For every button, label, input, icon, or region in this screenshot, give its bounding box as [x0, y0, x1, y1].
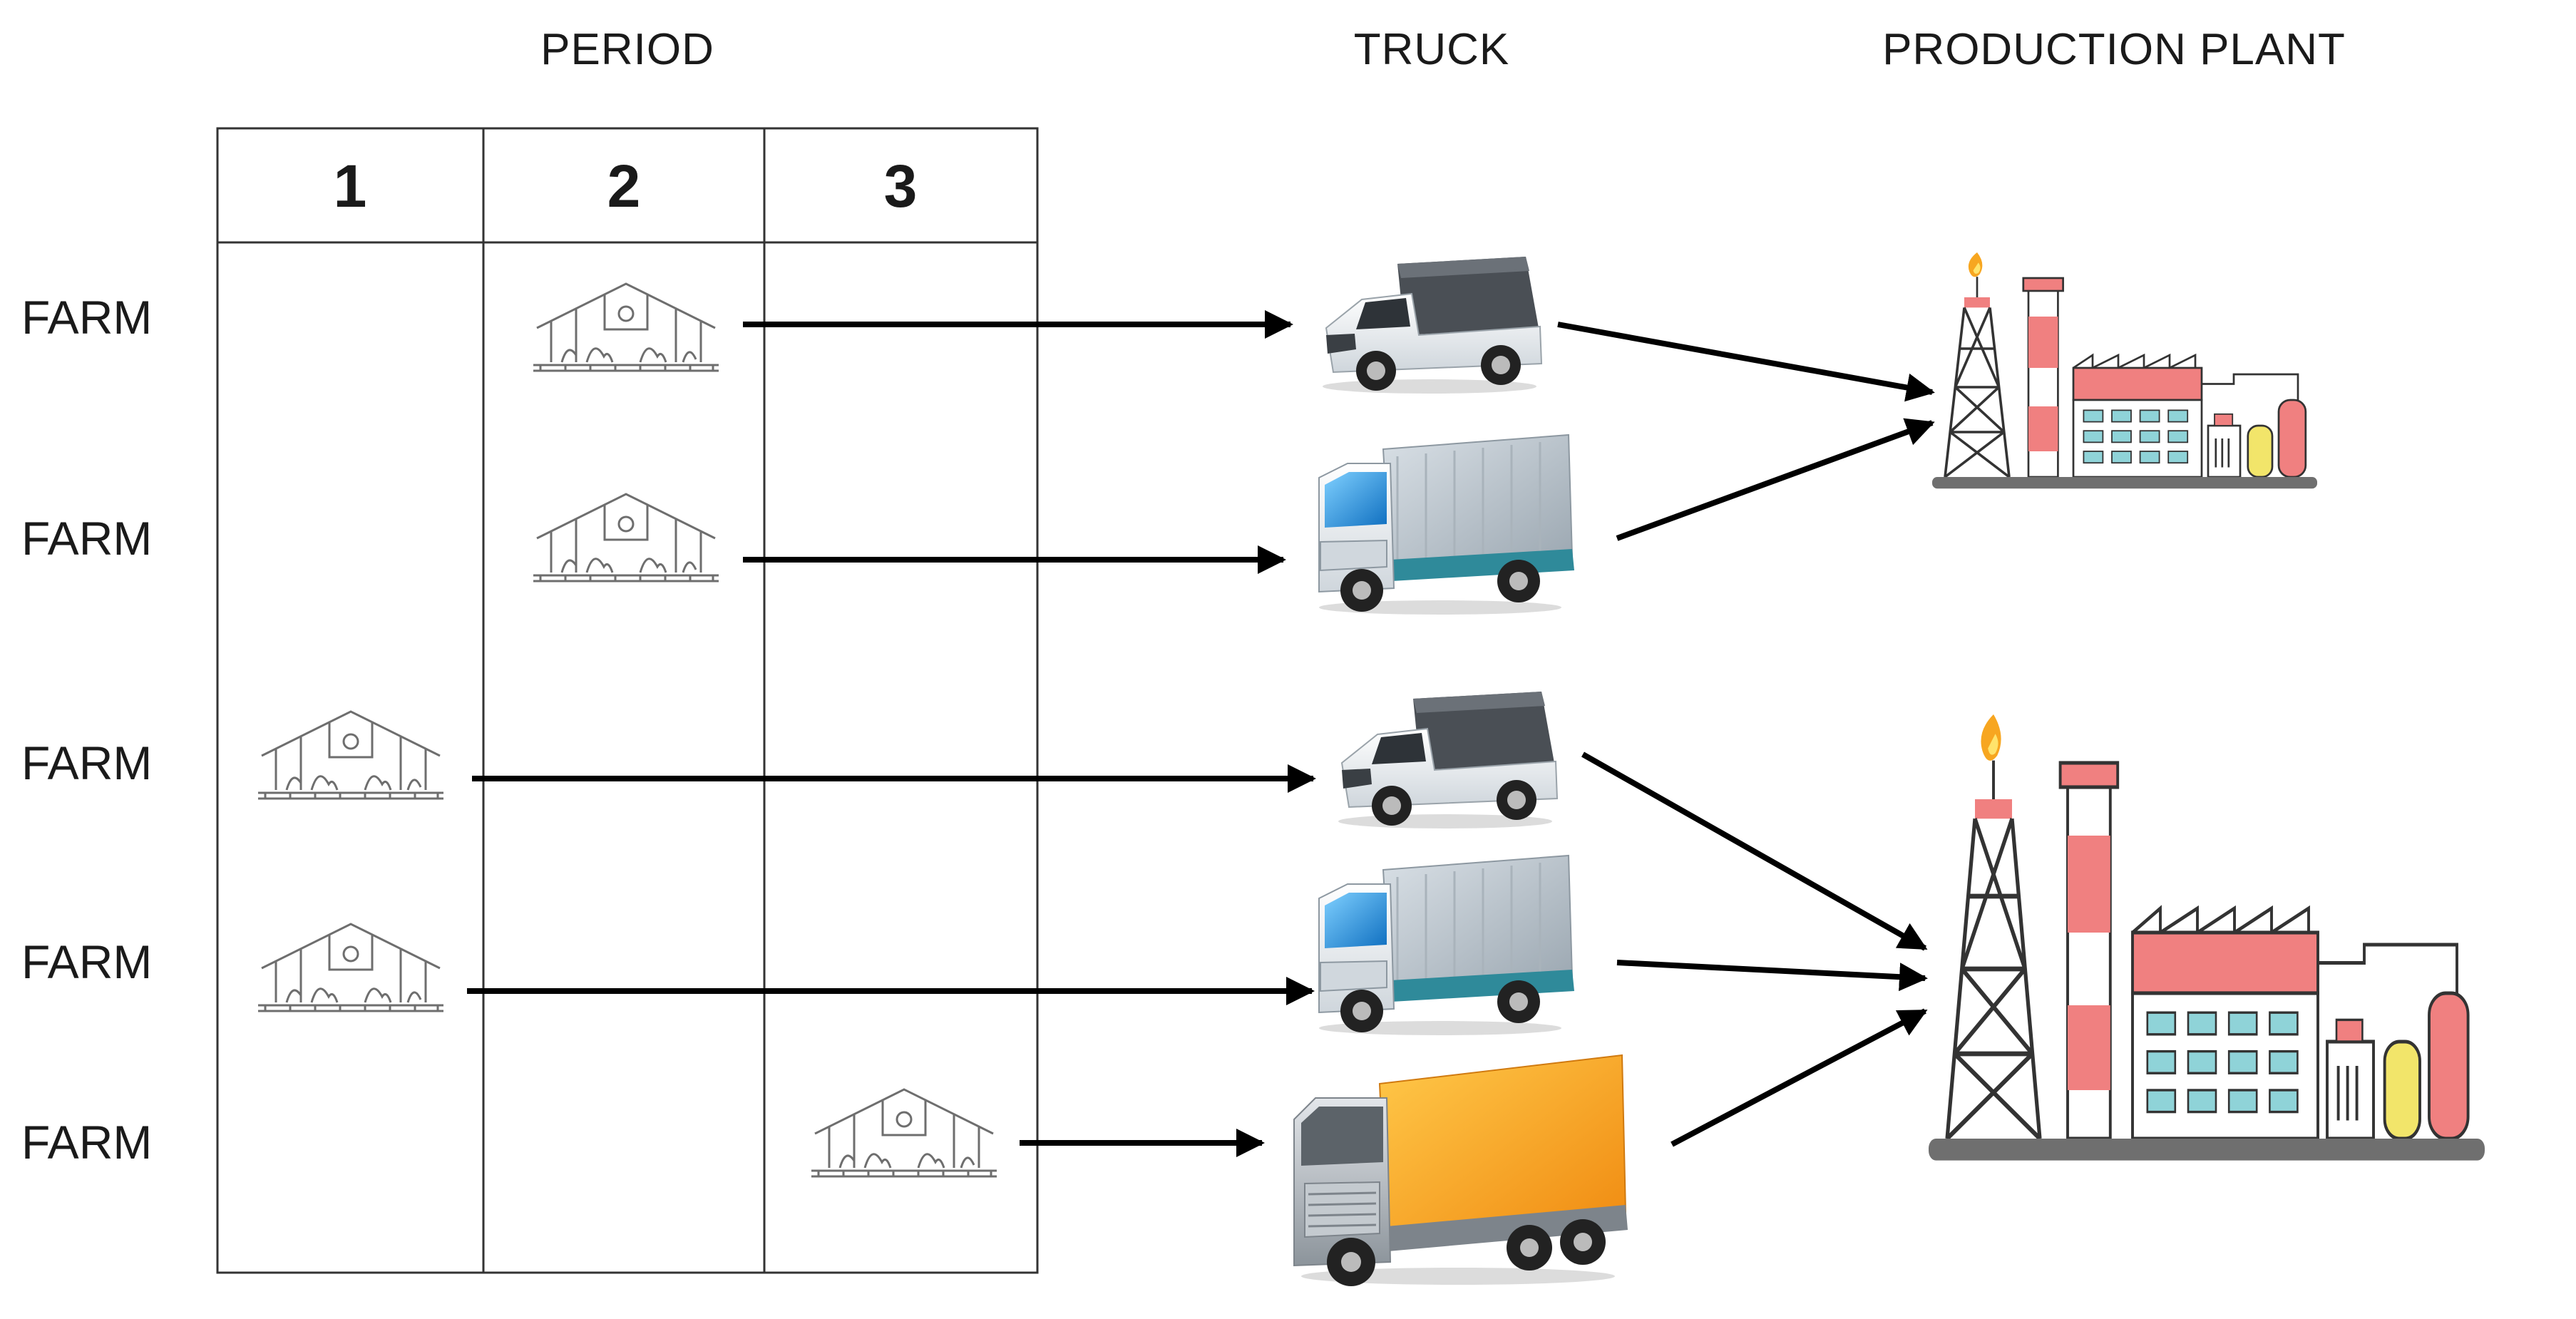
truck-to-plant-arrow-2: [1616, 418, 1935, 541]
pickup-truck-icon-2: [1338, 691, 1558, 829]
farm-label-5: FARM: [21, 1116, 152, 1169]
period-number-2: 2: [607, 153, 641, 220]
farm-barn-icon-5: [810, 1088, 998, 1178]
production-plant-icon-1: [1931, 251, 2319, 491]
farm-barn-icon-4: [257, 923, 445, 1012]
farm-label-3: FARM: [21, 737, 152, 789]
period-number-3: 3: [884, 153, 918, 220]
farm-label-2: FARM: [21, 512, 152, 565]
truck-to-plant-arrow-5: [1671, 1008, 1928, 1147]
pickup-truck-icon-1: [1322, 256, 1542, 394]
plant-header: PRODUCTION PLANT: [1882, 25, 2346, 74]
truck-to-plant-arrow-4: [1616, 960, 1928, 992]
farm-barn-icon-2: [532, 493, 720, 582]
farm-label-1: FARM: [21, 291, 152, 344]
truck-header: TRUCK: [1354, 25, 1510, 74]
period-grid: 1 2 3: [216, 127, 1039, 1274]
period-number-1: 1: [334, 153, 367, 220]
farm-barn-icon-3: [257, 710, 445, 800]
farm-label-4: FARM: [21, 935, 152, 988]
cargo-truck-icon: [1293, 1054, 1629, 1288]
truck-to-plant-arrow-1: [1557, 322, 1935, 402]
production-plant-icon-2: [1929, 714, 2485, 1161]
period-header: PERIOD: [540, 25, 714, 74]
box-truck-icon-2: [1318, 854, 1576, 1037]
box-truck-icon-1: [1318, 433, 1576, 616]
truck-to-plant-arrow-3: [1581, 751, 1928, 951]
farm-barn-icon-1: [532, 282, 720, 372]
